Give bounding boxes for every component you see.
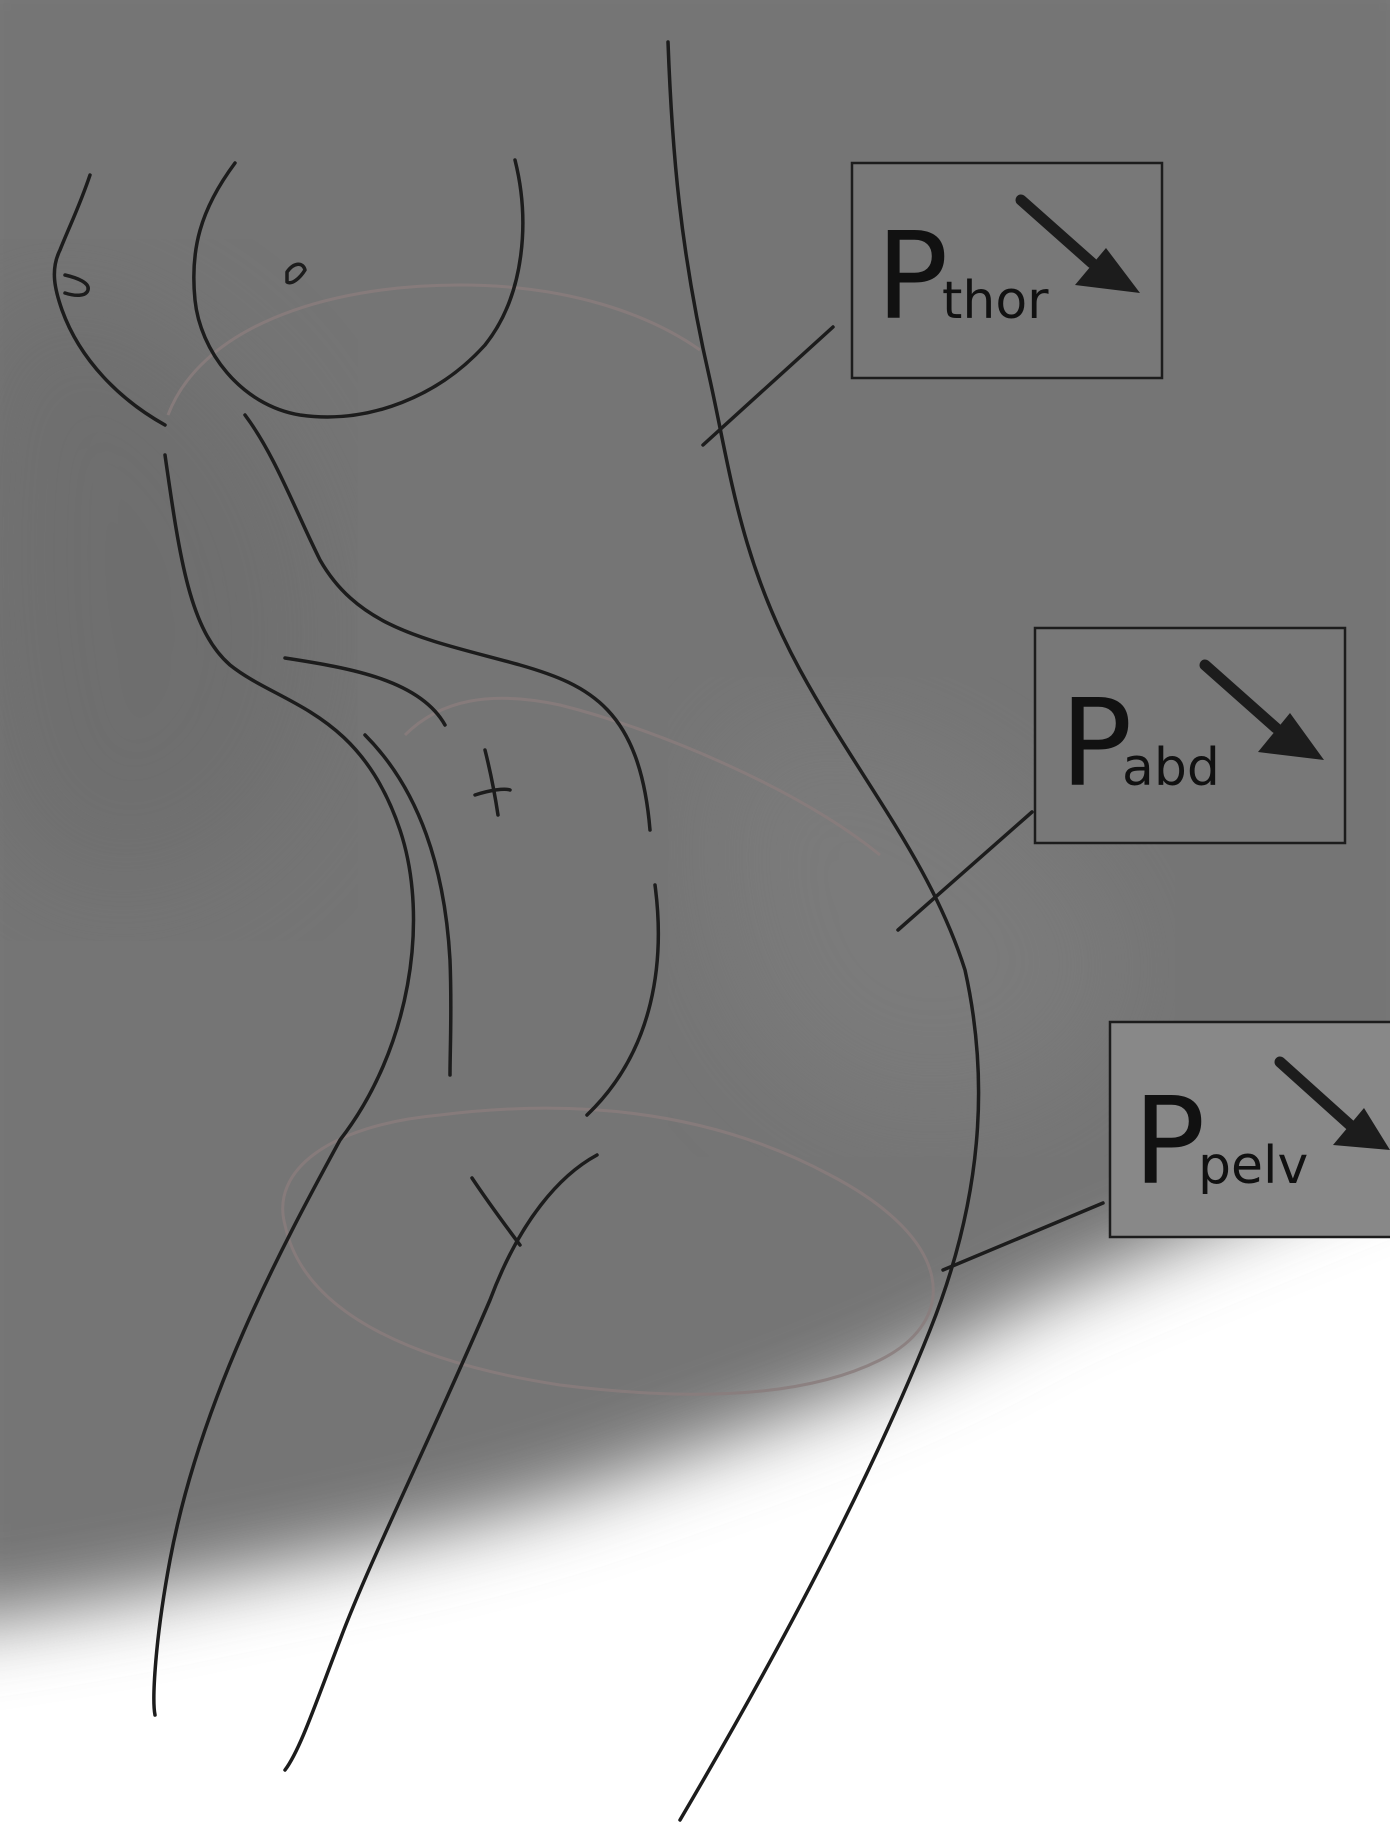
label-main-pelvis: P bbox=[1133, 1073, 1205, 1212]
label-thorax: P thor bbox=[852, 163, 1162, 378]
label-sub-pelvis: pelv bbox=[1198, 1136, 1308, 1196]
label-main-thorax: P bbox=[876, 208, 948, 347]
label-abdomen: P abd bbox=[1035, 628, 1345, 843]
label-sub-abdomen: abd bbox=[1122, 738, 1220, 798]
label-sub-thorax: thor bbox=[942, 271, 1049, 331]
label-pelvis: P pelv bbox=[1110, 1022, 1390, 1237]
